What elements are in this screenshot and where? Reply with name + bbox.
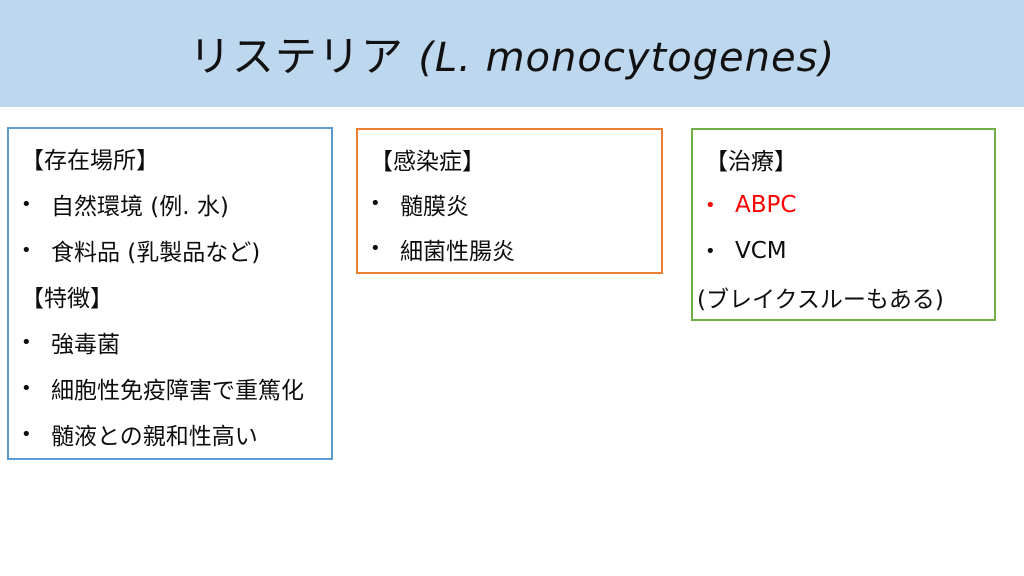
bullet-icon: • xyxy=(705,194,716,216)
bullet-item: • 髄膜炎 xyxy=(358,181,661,226)
section-heading: 【治療】 xyxy=(693,136,994,182)
section-heading: 【特徴】 xyxy=(9,273,331,319)
bullet-item: • 髄液との親和性高い xyxy=(9,411,331,457)
bullet-item: • 自然環境 (例. 水) xyxy=(9,181,331,227)
slide-header: リステリア (L. monocytogenes) xyxy=(0,0,1024,107)
bullet-text: VCM xyxy=(735,238,787,264)
bullet-icon: • xyxy=(21,423,32,445)
note-line: (ブレイクスルーもある) xyxy=(693,274,994,320)
bullet-item-highlighted: • ABPC xyxy=(693,182,994,228)
bullet-icon: • xyxy=(21,331,32,353)
heading-text: 【存在場所】 xyxy=(21,148,159,174)
bullet-text: 自然環境 (例. 水) xyxy=(51,194,229,220)
slide-title: リステリア (L. monocytogenes) xyxy=(189,23,835,84)
bullet-icon: • xyxy=(21,377,32,399)
bullet-text: 髄液との親和性高い xyxy=(51,424,258,450)
slide-title-japanese: リステリア xyxy=(188,32,419,81)
bullet-item: • 強毒菌 xyxy=(9,319,331,365)
bullet-icon: • xyxy=(370,193,381,214)
box-treatment: 【治療】 • ABPC • VCM (ブレイクスルーもある) xyxy=(691,128,996,321)
bullet-text: 細菌性腸炎 xyxy=(400,238,515,265)
bullet-text: ABPC xyxy=(735,192,797,218)
section-heading: 【感染症】 xyxy=(358,136,661,181)
bullet-icon: • xyxy=(370,238,381,259)
heading-text: 【感染症】 xyxy=(370,148,485,175)
bullet-text: 強毒菌 xyxy=(51,332,120,358)
bullet-text: 食料品 (乳製品など) xyxy=(51,240,261,266)
bullet-icon: • xyxy=(21,239,32,261)
heading-text: 【特徴】 xyxy=(21,286,113,312)
bullet-item: • VCM xyxy=(693,228,994,274)
bullet-icon: • xyxy=(21,193,32,215)
bullet-item: • 食料品 (乳製品など) xyxy=(9,227,331,273)
bullet-item: • 細胞性免疫障害で重篤化 xyxy=(9,365,331,411)
box-locations-features: 【存在場所】 • 自然環境 (例. 水) • 食料品 (乳製品など) 【特徴】 • 強… xyxy=(7,127,333,460)
box-infections: 【感染症】 • 髄膜炎 • 細菌性腸炎 xyxy=(356,128,663,274)
bullet-item: • 細菌性腸炎 xyxy=(358,226,661,271)
heading-text: 【治療】 xyxy=(705,149,797,175)
section-heading: 【存在場所】 xyxy=(9,135,331,181)
note-text: (ブレイクスルーもある) xyxy=(697,287,944,313)
bullet-text: 髄膜炎 xyxy=(400,193,469,220)
slide-title-latin: (L. monocytogenes) xyxy=(418,35,836,81)
bullet-text: 細胞性免疫障害で重篤化 xyxy=(51,378,304,404)
bullet-icon: • xyxy=(705,240,716,262)
